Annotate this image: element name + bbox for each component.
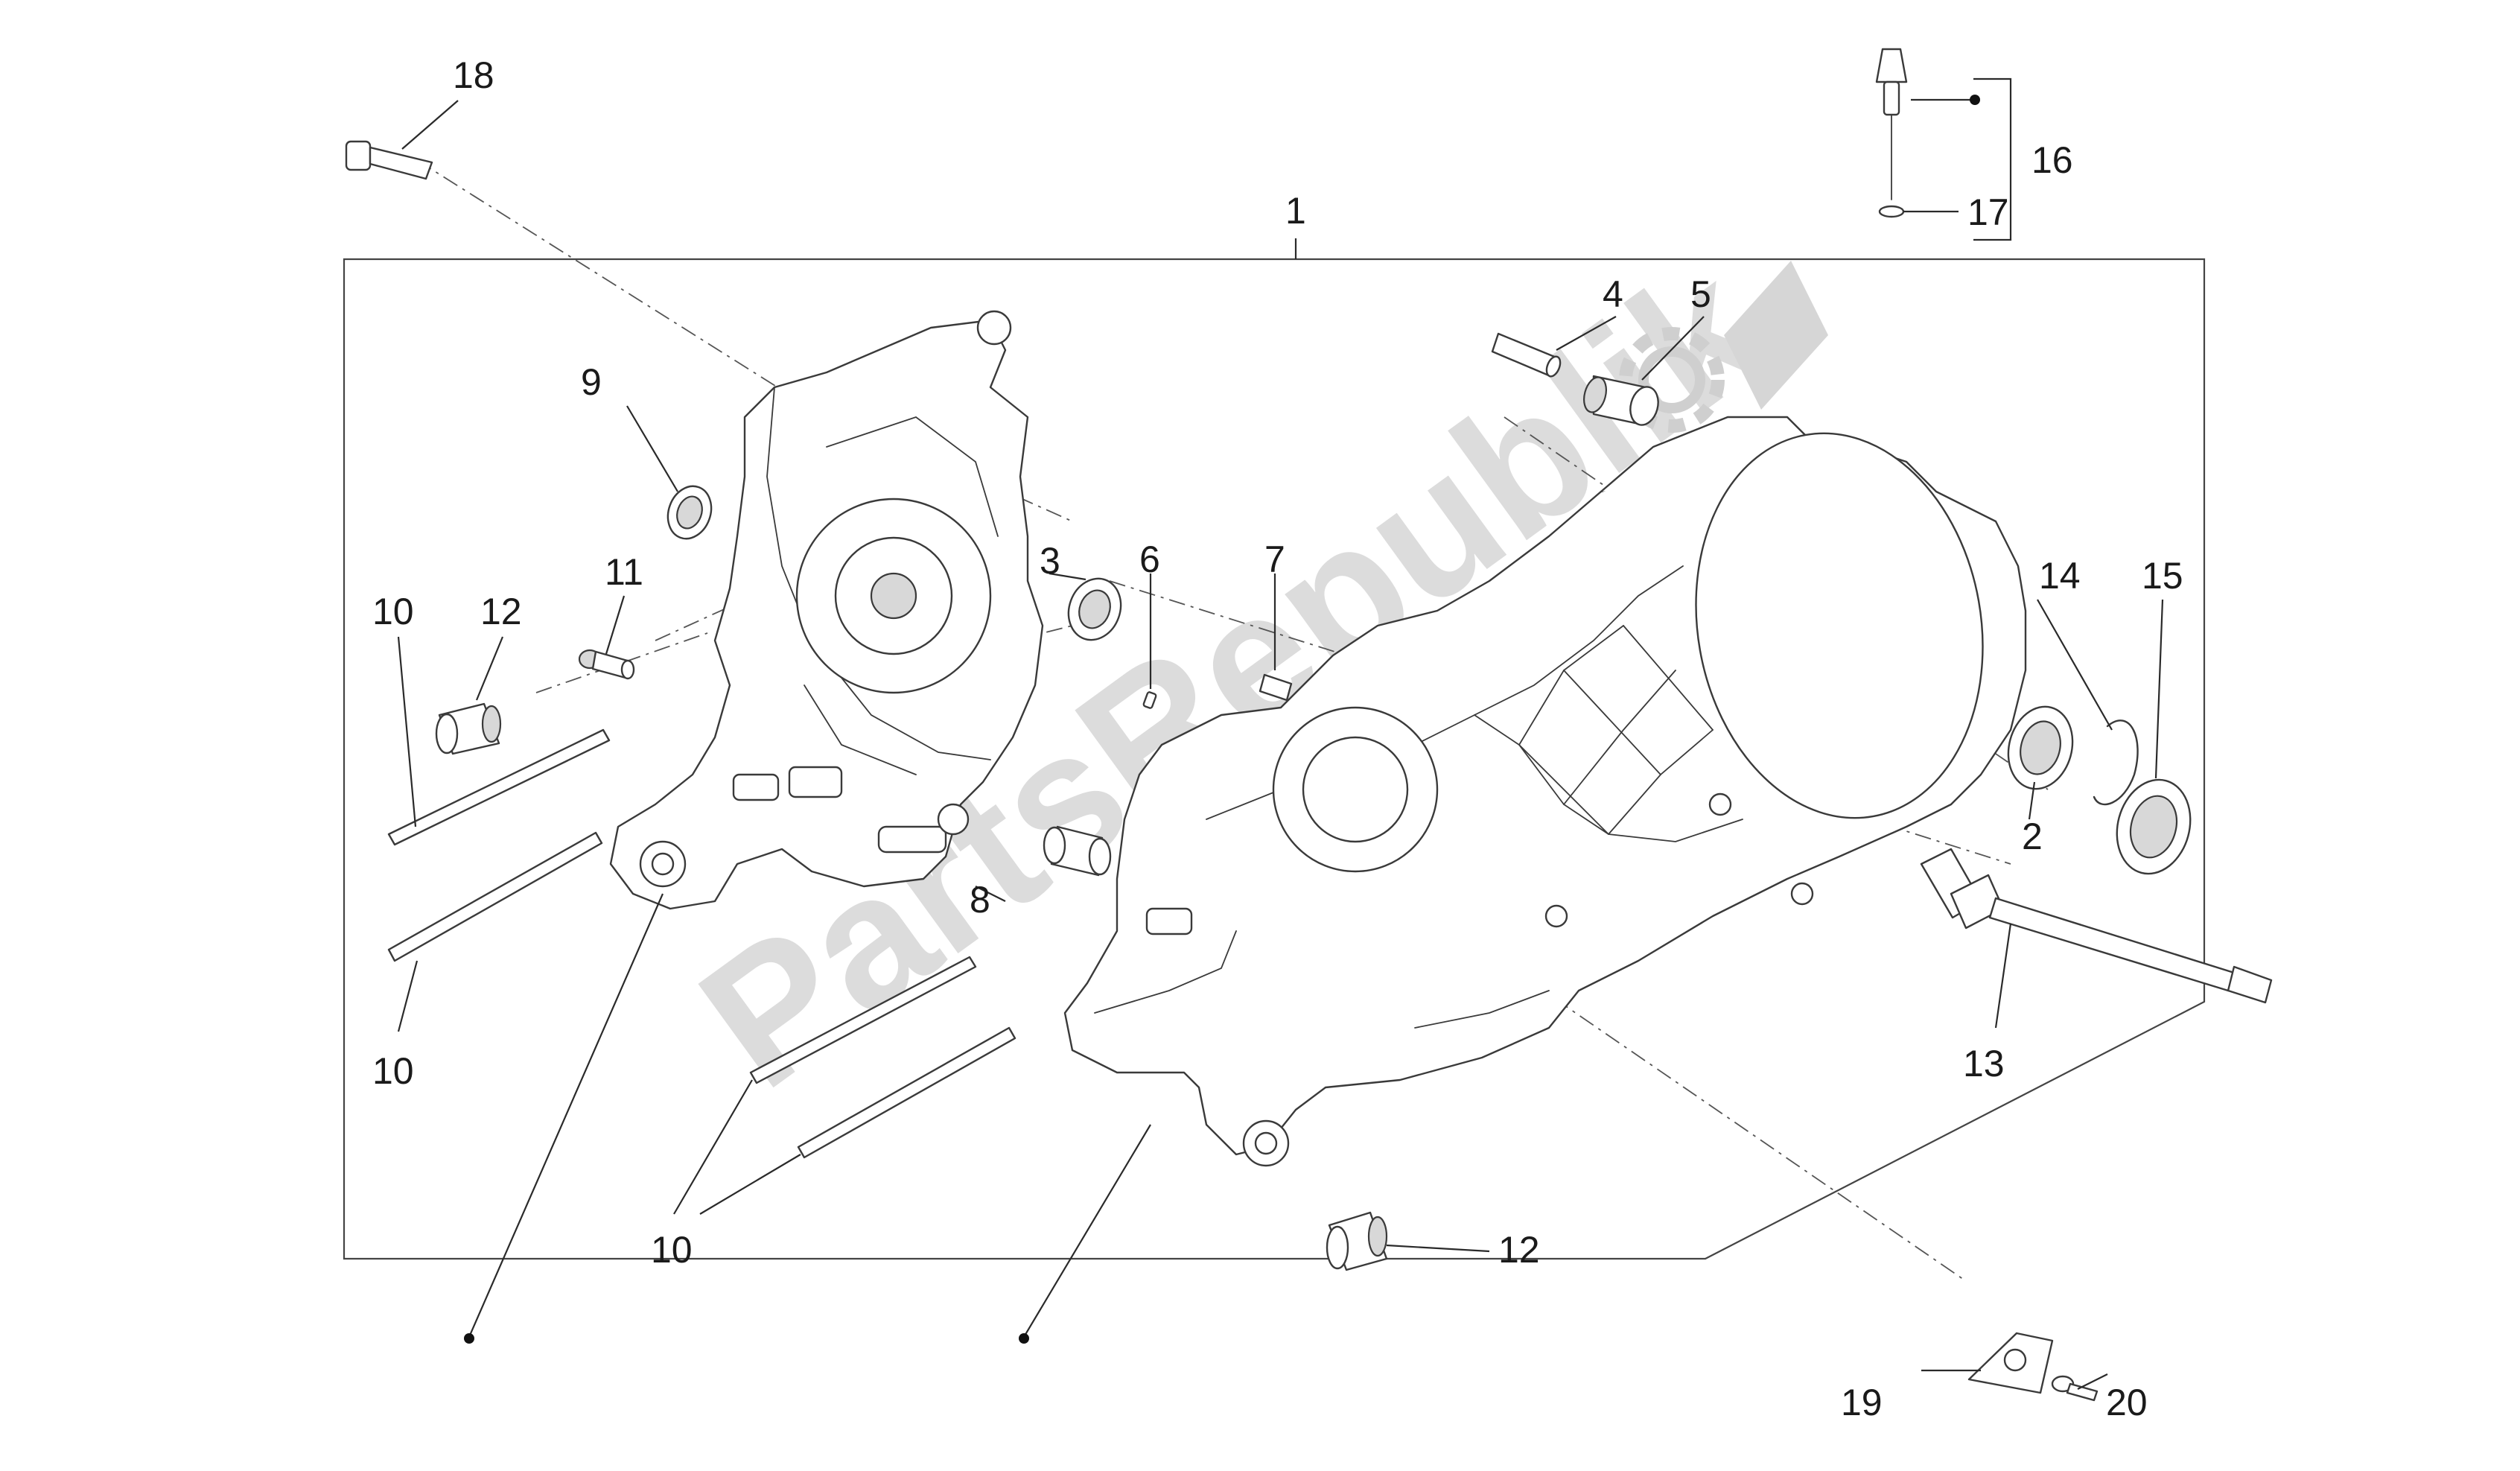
callout-17: 17 bbox=[1967, 191, 2009, 233]
marker-dot bbox=[1970, 95, 1980, 105]
callout-10-top-left: 10 bbox=[372, 591, 414, 632]
leader-lines bbox=[397, 77, 2164, 1390]
stud-10-upper-left bbox=[387, 728, 611, 846]
left-crankcase-half bbox=[609, 310, 1044, 910]
small-parts bbox=[345, 48, 2273, 1402]
bush-12-right bbox=[1326, 1211, 1388, 1271]
callout-16: 16 bbox=[2031, 139, 2073, 181]
callouts: 1 2 3 4 5 6 7 8 9 10 10 10 11 12 12 13 1… bbox=[372, 54, 2183, 1423]
stud-10-centre-lower bbox=[797, 1026, 1016, 1159]
bearing-3 bbox=[1067, 577, 1122, 641]
callout-19: 19 bbox=[1841, 1382, 1883, 1423]
callout-7: 7 bbox=[1264, 538, 1285, 580]
callout-5: 5 bbox=[1690, 273, 1711, 315]
callout-20: 20 bbox=[2106, 1382, 2148, 1423]
callout-4: 4 bbox=[1603, 273, 1623, 315]
assembly-frame bbox=[343, 258, 2206, 1260]
callout-14: 14 bbox=[2039, 555, 2081, 597]
oil-seal-9 bbox=[666, 485, 713, 540]
right-crankcase-half bbox=[1063, 416, 2027, 1167]
bearing-2 bbox=[2007, 705, 2074, 790]
callout-12-left: 12 bbox=[480, 591, 522, 632]
callout-11: 11 bbox=[605, 551, 643, 593]
callout-6: 6 bbox=[1139, 538, 1160, 580]
stud-10-centre-upper bbox=[749, 956, 977, 1084]
callout-10-bottom-left: 10 bbox=[372, 1050, 414, 1092]
callout-13: 13 bbox=[1963, 1043, 2005, 1084]
bush-8 bbox=[1043, 825, 1112, 877]
marker-dot bbox=[464, 1333, 474, 1344]
bolt-18 bbox=[345, 140, 433, 180]
callout-15: 15 bbox=[2142, 555, 2183, 597]
oil-seal-15 bbox=[2116, 778, 2192, 875]
dowel-pin-4 bbox=[1491, 332, 1562, 378]
marker-dot bbox=[1019, 1333, 1029, 1344]
gear-icon bbox=[1619, 261, 1828, 433]
dowel-7 bbox=[1259, 673, 1293, 702]
screw-20 bbox=[2051, 1375, 2099, 1402]
callout-10-centre: 10 bbox=[651, 1229, 693, 1271]
bush-12-left bbox=[435, 702, 502, 755]
circlip-14 bbox=[2093, 719, 2139, 806]
callout-1: 1 bbox=[1285, 190, 1306, 232]
callout-12-right: 12 bbox=[1498, 1229, 1540, 1271]
dipstick-16 bbox=[1875, 48, 1908, 218]
stud-10-lower-left bbox=[387, 831, 603, 962]
callout-8: 8 bbox=[970, 879, 990, 921]
bush-5 bbox=[1583, 375, 1659, 426]
pin-11 bbox=[578, 649, 635, 680]
pin-6 bbox=[1142, 691, 1157, 709]
plate-19 bbox=[1967, 1332, 2054, 1394]
callout-9: 9 bbox=[581, 361, 602, 403]
shaft-13 bbox=[1920, 848, 2273, 1004]
callout-18: 18 bbox=[453, 54, 494, 96]
callout-3: 3 bbox=[1040, 540, 1060, 582]
callout-2: 2 bbox=[2022, 816, 2043, 857]
